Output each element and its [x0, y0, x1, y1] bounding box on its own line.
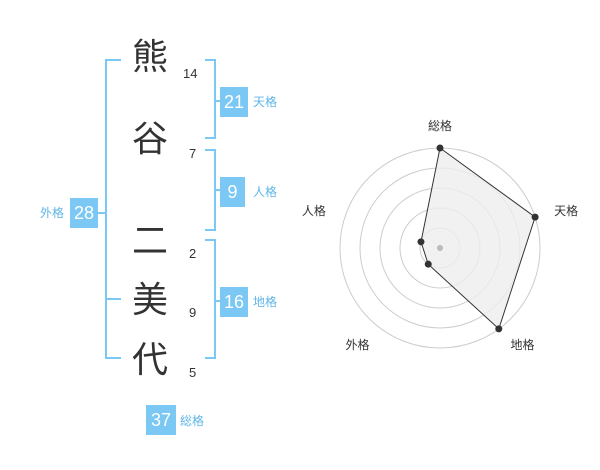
gaikaku-label: 外格	[40, 206, 65, 220]
radar-axis-label-2: 天格	[554, 203, 578, 218]
stroke-count-4: 9	[189, 305, 197, 320]
radar-axis-label-3: 地格	[511, 337, 535, 352]
stroke-count-3: 2	[189, 246, 197, 261]
radar-point-4	[424, 260, 432, 268]
stroke-count-1: 14	[183, 66, 198, 81]
tenkaku-label: 天格	[253, 95, 278, 109]
radar-point-5	[417, 238, 425, 246]
radar-point-1	[436, 144, 444, 152]
radar-area	[420, 147, 536, 330]
gaikaku-badge: 28	[70, 198, 98, 228]
radar-center-dot	[437, 245, 443, 251]
name-char-1: 熊	[131, 37, 168, 78]
radar-axis-label-5: 人格	[302, 203, 326, 218]
name-char-2: 谷	[131, 119, 168, 160]
chikaku-badge: 16	[220, 287, 248, 317]
radar-point-2	[531, 213, 539, 221]
chikaku-label: 地格	[253, 295, 278, 309]
chikaku-bracket	[205, 239, 216, 359]
jinkaku-label: 人格	[253, 185, 278, 199]
stroke-count-5: 5	[189, 365, 197, 380]
name-char-5: 代	[131, 340, 168, 381]
soukaku-label: 総格	[180, 414, 205, 428]
name-char-3: 二	[131, 221, 168, 262]
name-char-4: 美	[131, 280, 168, 321]
tenkaku-badge: 21	[220, 87, 248, 117]
gaikaku-bracket	[105, 59, 121, 359]
radar-point-3	[495, 325, 503, 333]
soukaku-badge: 37	[146, 405, 176, 435]
radar-axis-label-1: 総格	[428, 118, 452, 133]
jinkaku-badge: 9	[220, 177, 245, 207]
tenkaku-bracket	[205, 59, 216, 139]
stroke-count-2: 7	[189, 146, 197, 161]
radar-axis-label-4: 外格	[345, 337, 369, 352]
